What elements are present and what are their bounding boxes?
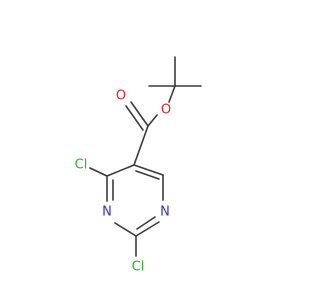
- atom-labels: O O N N Cl Cl: [75, 89, 171, 275]
- molecule-diagram: O O N N Cl Cl: [75, 56, 202, 275]
- bond-tbu-ester-o: [168, 85, 176, 103]
- atom-oxygen-ester: O: [161, 103, 171, 118]
- atom-nitrogen-1: N: [160, 205, 170, 220]
- atom-chlorine-lower: Cl: [132, 260, 145, 275]
- bond-carbonyl-c5: [133, 125, 149, 166]
- atom-chlorine-upper: Cl: [75, 158, 88, 173]
- bond-c4-c5: [106, 164, 135, 177]
- bond-c5-c6-inner: [135, 170, 160, 180]
- bond-n1-c2: [135, 221, 160, 237]
- atom-oxygen-carbonyl: O: [116, 89, 126, 104]
- bond-ester-o-carbonyl-c: [147, 114, 158, 127]
- atom-nitrogen-3: N: [102, 205, 112, 220]
- bond-n1-c2-inner: [136, 216, 156, 230]
- bond-c5-c6: [133, 164, 164, 176]
- bond-c4-cl: [89, 167, 108, 177]
- bond-c2-n3: [114, 222, 137, 237]
- bond-carbonyl-double-2: [125, 105, 144, 131]
- bonds: [89, 56, 202, 257]
- bond-carbonyl-double-1: [130, 101, 149, 127]
